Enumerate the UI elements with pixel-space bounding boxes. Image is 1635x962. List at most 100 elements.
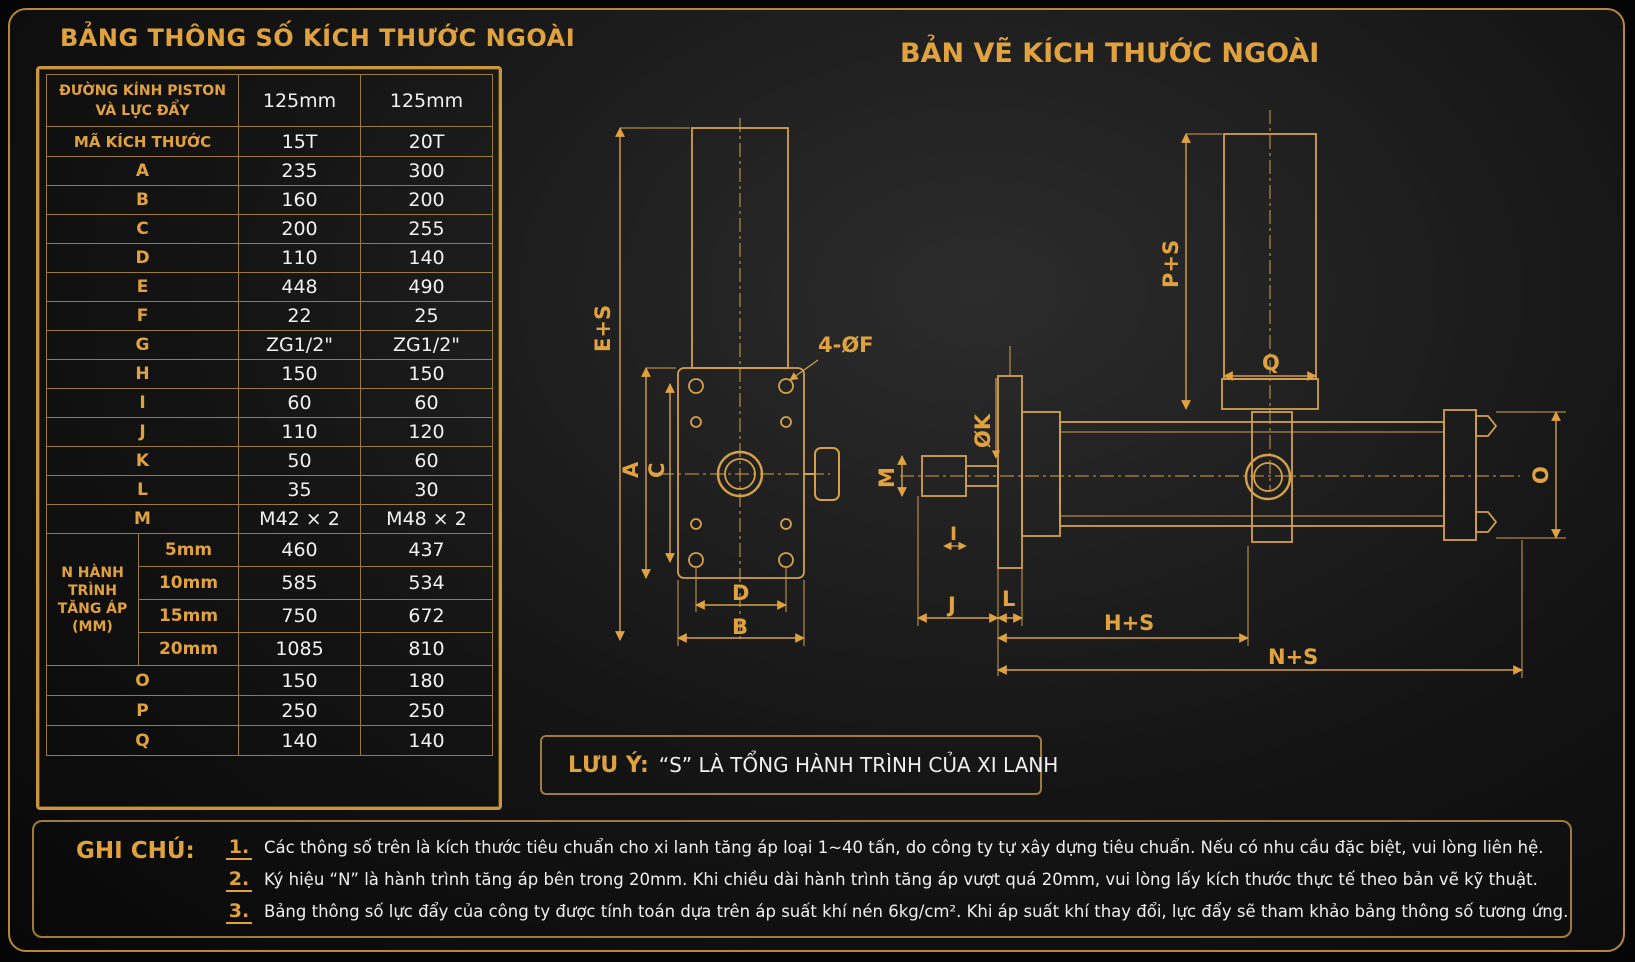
label-m: M (875, 467, 899, 488)
drawing-title: BẢN VẼ KÍCH THƯỚC NGOÀI (900, 38, 1320, 69)
ghichu-item: 1. Các thông số trên là kích thước tiêu … (226, 836, 1544, 860)
row-value-15t: 160 (238, 185, 362, 215)
label-c: C (645, 463, 669, 478)
row-value-20t: 300 (360, 156, 494, 186)
label-q: Q (1262, 351, 1280, 375)
row-label: L (45, 475, 240, 505)
mount-hole (688, 552, 704, 568)
code-col2: 20T (360, 126, 494, 157)
mount-hole (778, 378, 794, 394)
side-flange (997, 375, 1023, 569)
row-label: 10mm (137, 566, 240, 600)
row-value-15t: 460 (238, 533, 362, 567)
table-title: BẢNG THÔNG SỐ KÍCH THƯỚC NGOÀI (60, 24, 576, 52)
row-value-15t: 110 (238, 417, 362, 447)
row-label: C (45, 214, 240, 244)
row-value-15t: 110 (238, 243, 362, 273)
header-col1: 125mm (238, 74, 362, 127)
row-value-20t: 810 (360, 632, 494, 666)
label-h-s: H+S (1104, 611, 1154, 635)
row-value-20t: 437 (360, 533, 494, 567)
row-value-20t: 60 (360, 446, 494, 476)
label-b: B (732, 615, 748, 639)
ghichu-text: Các thông số trên là kích thước tiêu chu… (264, 838, 1544, 857)
ghichu-text: Bảng thông số lực đẩy của công ty được t… (264, 902, 1569, 921)
label-n-s: N+S (1268, 645, 1318, 669)
row-value-20t: 140 (360, 243, 494, 273)
ghichu-number: 2. (226, 868, 252, 892)
row-label: F (45, 301, 240, 331)
table-frame (36, 66, 502, 810)
row-label: H (45, 359, 240, 389)
label-f: 4-ØF (818, 333, 874, 357)
code-row: MÃ KÍCH THƯỚC 15T 20T (45, 126, 494, 157)
row-value-20t: 30 (360, 475, 494, 505)
row-value-15t: M42 × 2 (238, 504, 362, 534)
code-label: MÃ KÍCH THƯỚC (45, 126, 240, 157)
label-d: D (732, 581, 749, 605)
row-value-15t: 250 (238, 695, 362, 726)
row-label: K (45, 446, 240, 476)
row-label: G (45, 330, 240, 360)
row-value-20t: M48 × 2 (360, 504, 494, 534)
front-flange-plate (677, 367, 805, 579)
row-value-20t: 534 (360, 566, 494, 600)
side-port-block (1251, 411, 1293, 543)
row-value-20t: 250 (360, 695, 494, 726)
label-a: A (619, 461, 643, 478)
label-j: J (946, 593, 956, 617)
row-label: A (45, 156, 240, 186)
row-label: Q (45, 725, 240, 756)
ghichu-number: 3. (226, 900, 252, 924)
leader-f (789, 359, 819, 381)
note-key: LƯU Ý: (568, 752, 649, 778)
row-value-20t: 200 (360, 185, 494, 215)
label-i: I (950, 523, 957, 545)
row-value-20t: 25 (360, 301, 494, 331)
row-value-15t: 1085 (238, 632, 362, 666)
row-value-20t: ZG1/2" (360, 330, 494, 360)
mount-hole (778, 552, 794, 568)
note-box: LƯU Ý: “S” LÀ TỔNG HÀNH TRÌNH CỦA XI LAN… (540, 735, 1058, 795)
ghichu-item: 3. Bảng thông số lực đẩy của công ty đượ… (226, 900, 1568, 924)
spec-table: ĐƯỜNG KÍNH PISTON VÀ LỰC ĐẨY 125mm 125mm… (45, 74, 494, 756)
row-label: E (45, 272, 240, 302)
row-value-15t: 50 (238, 446, 362, 476)
ghichu-box: GHI CHÚ: 1. Các thông số trên là kích th… (32, 820, 1572, 938)
row-value-15t: 150 (238, 359, 362, 389)
row-value-15t: 150 (238, 665, 362, 696)
row-value-20t: 140 (360, 725, 494, 756)
ghichu-item: 2. Ký hiệu “N” là hành trình tăng áp bên… (226, 868, 1538, 892)
front-port (716, 450, 764, 498)
ghichu-title: GHI CHÚ: (76, 838, 195, 864)
note-text: “S” LÀ TỔNG HÀNH TRÌNH CỦA XI LANH (658, 753, 1059, 777)
side-end-cap (1443, 409, 1477, 541)
label-k: ØK (971, 413, 995, 448)
row-value-15t: 60 (238, 388, 362, 418)
label-l: L (1002, 587, 1015, 611)
ghichu-number: 1. (226, 836, 252, 860)
label-e-s: E+S (591, 305, 615, 352)
side-port (1244, 453, 1292, 501)
row-value-20t: 120 (360, 417, 494, 447)
row-label: P (45, 695, 240, 726)
row-label: 15mm (137, 599, 240, 633)
row-value-20t: 672 (360, 599, 494, 633)
row-label: 5mm (137, 533, 240, 567)
front-view (615, 118, 840, 646)
side-view (897, 110, 1566, 678)
label-o: O (1529, 466, 1553, 484)
